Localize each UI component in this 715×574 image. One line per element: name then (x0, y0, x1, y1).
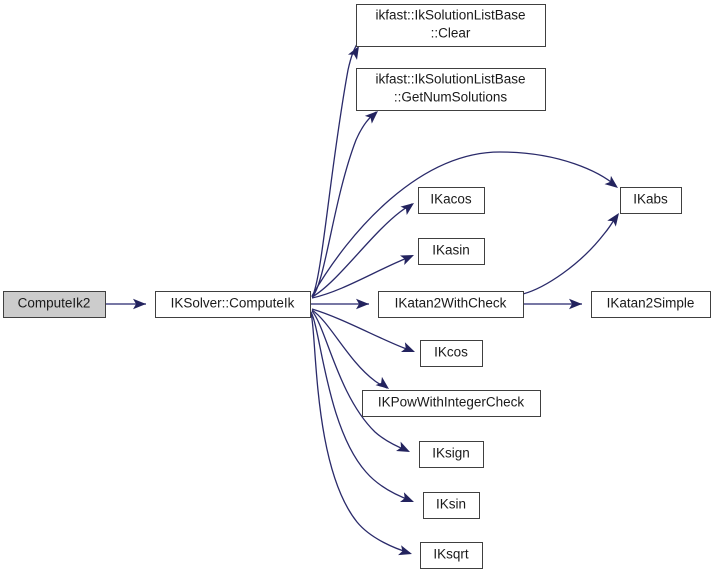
node-box-iksin[interactable] (423, 492, 480, 519)
arrowhead-icon (133, 298, 146, 310)
node-label-ikslb_clear: ikfast::IkSolutionListBase (375, 8, 525, 23)
graph-node-ikabs[interactable]: IKabs (620, 187, 682, 214)
node-box-ikasin[interactable] (418, 238, 485, 265)
node-label-ikatan2withcheck: IKatan2WithCheck (395, 296, 507, 311)
node-box-iksign[interactable] (419, 441, 484, 468)
arrowhead-icon (400, 203, 414, 215)
node-box-iksolver_computeik[interactable] (155, 291, 311, 318)
graph-node-computeik2[interactable]: ComputeIk2 (3, 291, 106, 318)
arrowhead-glyph (356, 298, 369, 310)
node-box-ikslb_clear[interactable] (356, 4, 546, 47)
arrowhead-glyph (607, 213, 619, 227)
arrowhead-glyph (133, 298, 146, 310)
graph-node-ikslb_getnumsolutions[interactable]: ikfast::IkSolutionListBase::GetNumSoluti… (356, 68, 546, 111)
graph-node-iksin[interactable]: IKsin (423, 492, 480, 519)
node-label-ikasin: IKasin (432, 243, 470, 258)
arrowhead-icon (400, 255, 414, 266)
node-box-ikpowwithintegercheck[interactable] (362, 390, 541, 417)
arrowhead-glyph (400, 342, 415, 352)
node-label-computeik2: ComputeIk2 (18, 296, 91, 311)
call-edge-ikatan2withcheck-to-ikabs (522, 214, 618, 295)
arrowhead-icon (364, 111, 378, 124)
graph-node-ikacos[interactable]: IKacos (418, 187, 485, 214)
arrowhead-glyph (400, 255, 414, 266)
node-box-ikatan2withcheck[interactable] (378, 291, 524, 318)
node-label-ikslb_clear: ::Clear (431, 26, 471, 41)
arrowhead-glyph (398, 545, 412, 556)
arrowhead-icon (400, 342, 415, 352)
node-box-iksqrt[interactable] (420, 542, 483, 569)
node-label-ikatan2simple: IKatan2Simple (607, 296, 695, 311)
arrowhead-glyph (399, 492, 414, 502)
arrowhead-icon (396, 441, 410, 452)
node-box-ikacos[interactable] (418, 187, 485, 214)
node-label-ikacos: IKacos (430, 192, 472, 207)
graph-node-iksign[interactable]: IKsign (419, 441, 484, 468)
node-layer: ComputeIk2 IKSolver::ComputeIk ikfast::IkS… (3, 4, 711, 569)
call-edge-iksolver_computeik-to-iksqrt (310, 312, 411, 554)
graph-node-ikasin[interactable]: IKasin (418, 238, 485, 265)
arrowhead-icon (604, 175, 618, 188)
arrowhead-glyph (364, 111, 378, 124)
arrowhead-glyph (396, 441, 410, 452)
graph-node-ikatan2simple[interactable]: IKatan2Simple (591, 291, 711, 318)
graph-node-ikpowwithintegercheck[interactable]: IKPowWithIntegerCheck (362, 390, 541, 417)
node-label-ikslb_getnumsolutions: ikfast::IkSolutionListBase (375, 72, 525, 87)
node-box-computeik2[interactable] (3, 291, 106, 318)
graph-node-ikcos[interactable]: IKcos (420, 340, 483, 367)
arrowhead-icon (398, 545, 412, 556)
call-edge-iksolver_computeik-to-ikabs (311, 151, 617, 297)
node-label-ikslb_getnumsolutions: ::GetNumSolutions (394, 90, 508, 105)
graph-node-iksolver_computeik[interactable]: IKSolver::ComputeIk (155, 291, 311, 318)
node-box-ikslb_getnumsolutions[interactable] (356, 68, 546, 111)
arrowhead-glyph (375, 376, 389, 389)
call-edge-iksolver_computeik-to-iksign (311, 310, 409, 452)
arrowhead-glyph (400, 203, 414, 215)
node-label-ikabs: IKabs (633, 192, 668, 207)
node-box-ikcos[interactable] (420, 340, 483, 367)
arrowhead-icon (356, 298, 369, 310)
arrowhead-icon (347, 46, 359, 60)
arrowhead-glyph (604, 175, 618, 188)
node-box-ikatan2simple[interactable] (591, 291, 711, 318)
node-label-iksin: IKsin (436, 497, 466, 512)
node-label-iksolver_computeik: IKSolver::ComputeIk (171, 296, 295, 311)
arrowhead-glyph (347, 46, 359, 60)
graph-node-ikslb_clear[interactable]: ikfast::IkSolutionListBase::Clear (356, 4, 546, 47)
arrowhead-glyph (569, 298, 582, 310)
call-edge-iksolver_computeik-to-ikpowwithintegercheck (311, 309, 388, 389)
arrowhead-icon (399, 492, 414, 502)
arrowhead-layer (133, 46, 619, 556)
node-label-ikpowwithintegercheck: IKPowWithIntegerCheck (378, 395, 525, 410)
arrowhead-icon (375, 376, 389, 389)
node-label-iksign: IKsign (432, 446, 470, 461)
node-label-iksqrt: IKsqrt (433, 547, 469, 562)
graph-node-iksqrt[interactable]: IKsqrt (420, 542, 483, 569)
call-edge-iksolver_computeik-to-ikslb_clear (311, 43, 358, 298)
arrowhead-icon (569, 298, 582, 310)
node-box-ikabs[interactable] (620, 187, 682, 214)
call-edge-iksolver_computeik-to-iksin (310, 311, 413, 502)
arrowhead-icon (607, 213, 619, 227)
node-label-ikcos: IKcos (434, 345, 468, 360)
call-edge-iksolver_computeik-to-ikslb_getnumsolutions (311, 111, 377, 298)
graph-node-ikatan2withcheck[interactable]: IKatan2WithCheck (378, 291, 524, 318)
